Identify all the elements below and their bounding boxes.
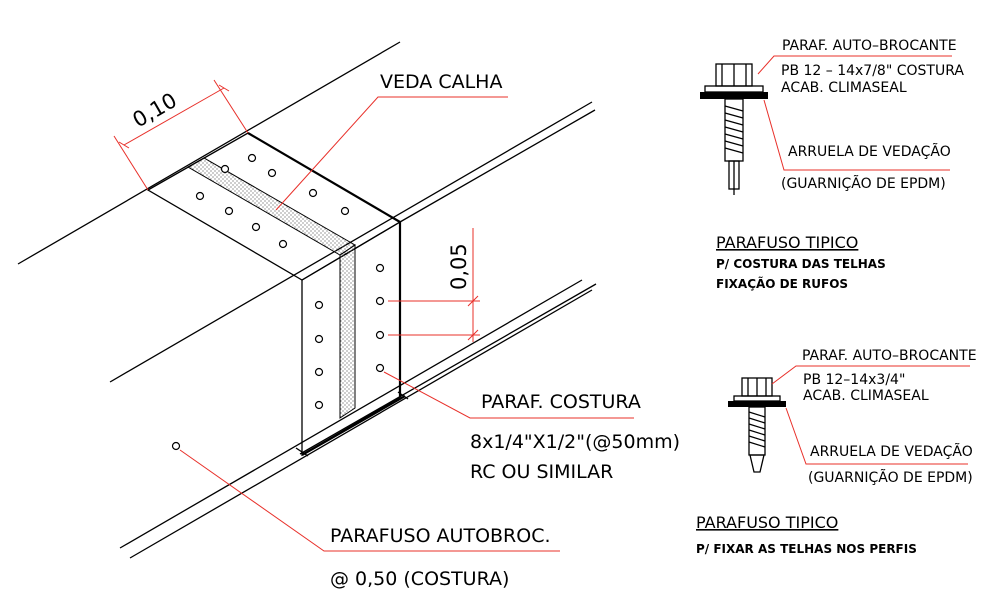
screw-2-subtitle1: P/ FIXAR AS TELHAS NOS PERFIS — [696, 542, 917, 556]
screw-icon — [728, 377, 786, 473]
screw-1-subtitle1: P/ COSTURA DAS TELHAS — [716, 257, 886, 271]
screw-2-washer-label: ARRUELA DE VEDAÇÃO — [810, 443, 973, 460]
sealing-strip-side — [339, 244, 356, 419]
dimension-spacing — [388, 228, 480, 342]
screw-icon — [700, 63, 768, 195]
screw-detail-1: PARAF. AUTO–BROCANTE PB 12 – 14x7/8" COS… — [700, 38, 964, 291]
gutter-isometric: 0,10 0,05 VEDA CALHA PARAF. COSTURA 8x1/… — [17, 41, 680, 590]
screw-1-line1: PARAF. AUTO–BROCANTE — [782, 38, 957, 54]
label-parafuso-autobroc: PARAFUSO AUTOBROC. — [330, 525, 551, 547]
screw-1-washer-label: ARRUELA DE VEDAÇÃO — [788, 143, 951, 160]
leader-screw-1-washer — [763, 99, 950, 171]
dimension-width-text: 0,10 — [129, 88, 182, 132]
label-veda-calha: VEDA CALHA — [380, 71, 502, 93]
screw-2-line1: PARAF. AUTO–BROCANTE — [802, 348, 977, 364]
dimension-width — [113, 79, 249, 191]
screw-1-title: PARAFUSO TIPICO — [716, 233, 858, 252]
screw-1-washer-material: (GUARNIÇÃO DE EPDM) — [781, 175, 946, 192]
label-paraf-costura: PARAF. COSTURA — [481, 391, 641, 413]
seam-edge-bold-top — [247, 132, 401, 223]
seam-edge-tick — [295, 447, 309, 457]
seam-edge-bold-bottom — [301, 395, 406, 456]
leader-screw-2-head — [771, 365, 970, 385]
gutter-edge-mid — [399, 109, 596, 223]
gutter-edge-back — [17, 41, 401, 265]
seam-edge-tick-2 — [397, 391, 409, 400]
screw-detail-2: PARAF. AUTO–BROCANTE PB 12–14x3/4" ACAB.… — [696, 348, 977, 556]
screw-2-washer-material: (GUARNIÇÃO DE EPDM) — [808, 469, 973, 486]
self-drilling-screw-hole — [171, 441, 181, 451]
leader-veda-calha — [275, 96, 508, 211]
screw-1-subtitle2: FIXAÇÃO DE RUFOS — [716, 276, 848, 291]
screw-2-line2: PB 12–14x3/4" — [803, 372, 905, 388]
leader-screw-2-washer — [785, 407, 968, 465]
dimension-spacing-text: 0,05 — [447, 243, 471, 290]
label-parafuso-autobroc-spacing: @ 0,50 (COSTURA) — [330, 568, 509, 590]
label-paraf-costura-alt: RC OU SIMILAR — [470, 461, 613, 483]
leader-screw-1-head — [757, 55, 952, 75]
screw-1-line2: PB 12 – 14x7/8" COSTURA — [781, 63, 964, 79]
screw-2-line3: ACAB. CLIMASEAL — [803, 388, 929, 404]
screw-holes-side — [314, 263, 385, 410]
screw-2-title: PARAFUSO TIPICO — [696, 513, 838, 532]
screw-1-line3: ACAB. CLIMASEAL — [781, 80, 907, 96]
gutter-edge-bottom-1 — [119, 279, 583, 549]
gutter-edge-upper — [109, 101, 593, 383]
screw-holes-top — [195, 153, 350, 249]
gutter-edge-bottom-2 — [129, 289, 593, 559]
label-paraf-costura-spec: 8x1/4"X1/2"(@50mm) — [470, 431, 680, 453]
leader-paraf-costura — [383, 371, 634, 419]
gutter-edge-bottom-3 — [299, 283, 597, 455]
leader-parafuso-autobroc — [179, 449, 560, 552]
